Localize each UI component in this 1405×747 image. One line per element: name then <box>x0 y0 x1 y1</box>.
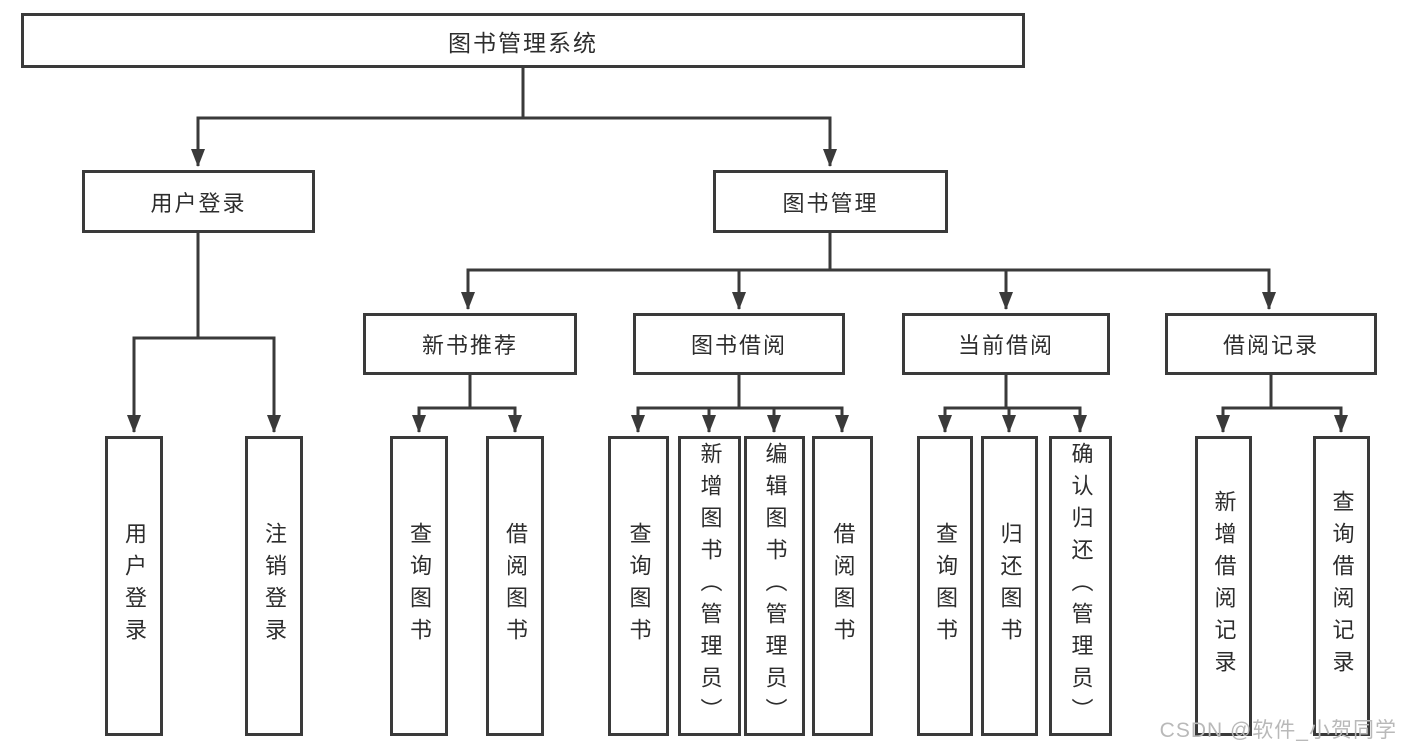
connector-new-book-children <box>412 375 522 433</box>
leaf-logout: 注销登录 <box>245 436 303 736</box>
leaf-query-books-current: 查询图书 <box>917 436 973 736</box>
node-user-login: 用户登录 <box>82 170 315 233</box>
connector-borrow-record-children <box>1216 375 1348 433</box>
leaf-add-borrow-record: 新增借阅记录 <box>1195 436 1252 736</box>
leaf-add-books-admin: 新增图书（管理员） <box>678 436 741 736</box>
node-current-borrowing: 当前借阅 <box>902 313 1110 375</box>
leaf-query-books-borrowing: 查询图书 <box>608 436 669 736</box>
leaf-query-borrow-record: 查询借阅记录 <box>1313 436 1370 736</box>
node-new-book-recommend: 新书推荐 <box>363 313 577 375</box>
node-book-borrowing: 图书借阅 <box>633 313 845 375</box>
connector-root-to-level2 <box>191 68 837 167</box>
leaf-borrow-books-recommend: 借阅图书 <box>486 436 544 736</box>
connector-user-login-children <box>127 233 281 433</box>
connector-current-borrow-children <box>938 375 1087 433</box>
node-borrowing-records: 借阅记录 <box>1165 313 1377 375</box>
leaf-return-books: 归还图书 <box>981 436 1038 736</box>
connector-book-borrow-children <box>631 375 849 433</box>
leaf-borrow-books: 借阅图书 <box>812 436 873 736</box>
leaf-edit-books-admin: 编辑图书（管理员） <box>744 436 805 736</box>
leaf-confirm-return-admin: 确认归还（管理员） <box>1049 436 1112 736</box>
leaf-query-books-recommend: 查询图书 <box>390 436 448 736</box>
node-book-management: 图书管理 <box>713 170 948 233</box>
csdn-watermark: CSDN @软件_小贺同学 <box>1159 719 1397 742</box>
node-system-root: 图书管理系统 <box>21 13 1025 68</box>
connector-book-mgmt-to-level3 <box>461 233 1276 310</box>
leaf-user-login: 用户登录 <box>105 436 163 736</box>
